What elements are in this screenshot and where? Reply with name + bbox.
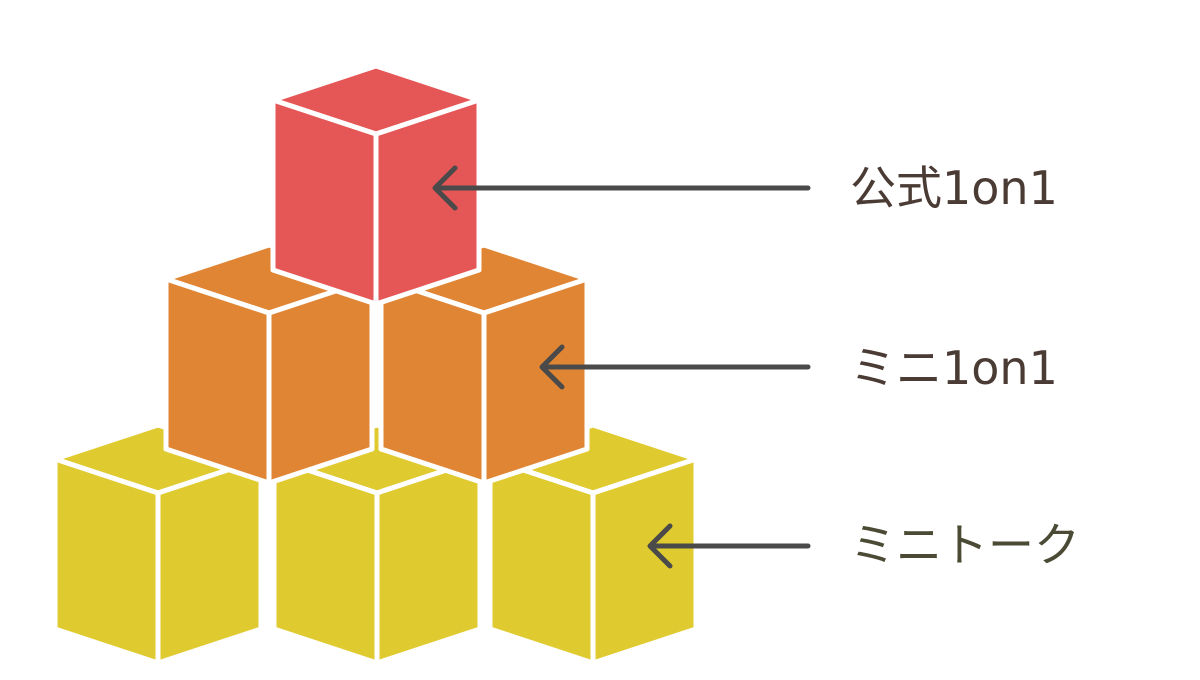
cube-top-left-face bbox=[270, 97, 379, 307]
tier-label-top: 公式1on1 bbox=[850, 161, 1058, 215]
cube-middle-1-left-face bbox=[163, 276, 272, 486]
cube-bottom-2-left-face bbox=[271, 456, 380, 666]
cube-bottom-3-left-face bbox=[487, 456, 596, 666]
cube-top bbox=[270, 63, 482, 307]
arrow-middle bbox=[539, 344, 811, 390]
cube-middle-1-right-face bbox=[266, 276, 375, 486]
cube-bottom-3-right-face bbox=[590, 456, 699, 666]
cube-middle-2-right-face bbox=[481, 276, 590, 486]
tier-label-middle: ミニ1on1 bbox=[850, 341, 1058, 395]
arrow-bottom bbox=[647, 523, 811, 569]
cube-bottom-1-right-face bbox=[155, 456, 264, 666]
cube-bottom-2-right-face bbox=[374, 456, 483, 666]
cube-middle-2-left-face bbox=[378, 276, 487, 486]
cube-top-right-face bbox=[373, 97, 482, 307]
cube-bottom-1-left-face bbox=[52, 456, 161, 666]
tier-label-bottom: ミニトーク bbox=[850, 518, 1080, 572]
arrow-top bbox=[432, 165, 811, 211]
